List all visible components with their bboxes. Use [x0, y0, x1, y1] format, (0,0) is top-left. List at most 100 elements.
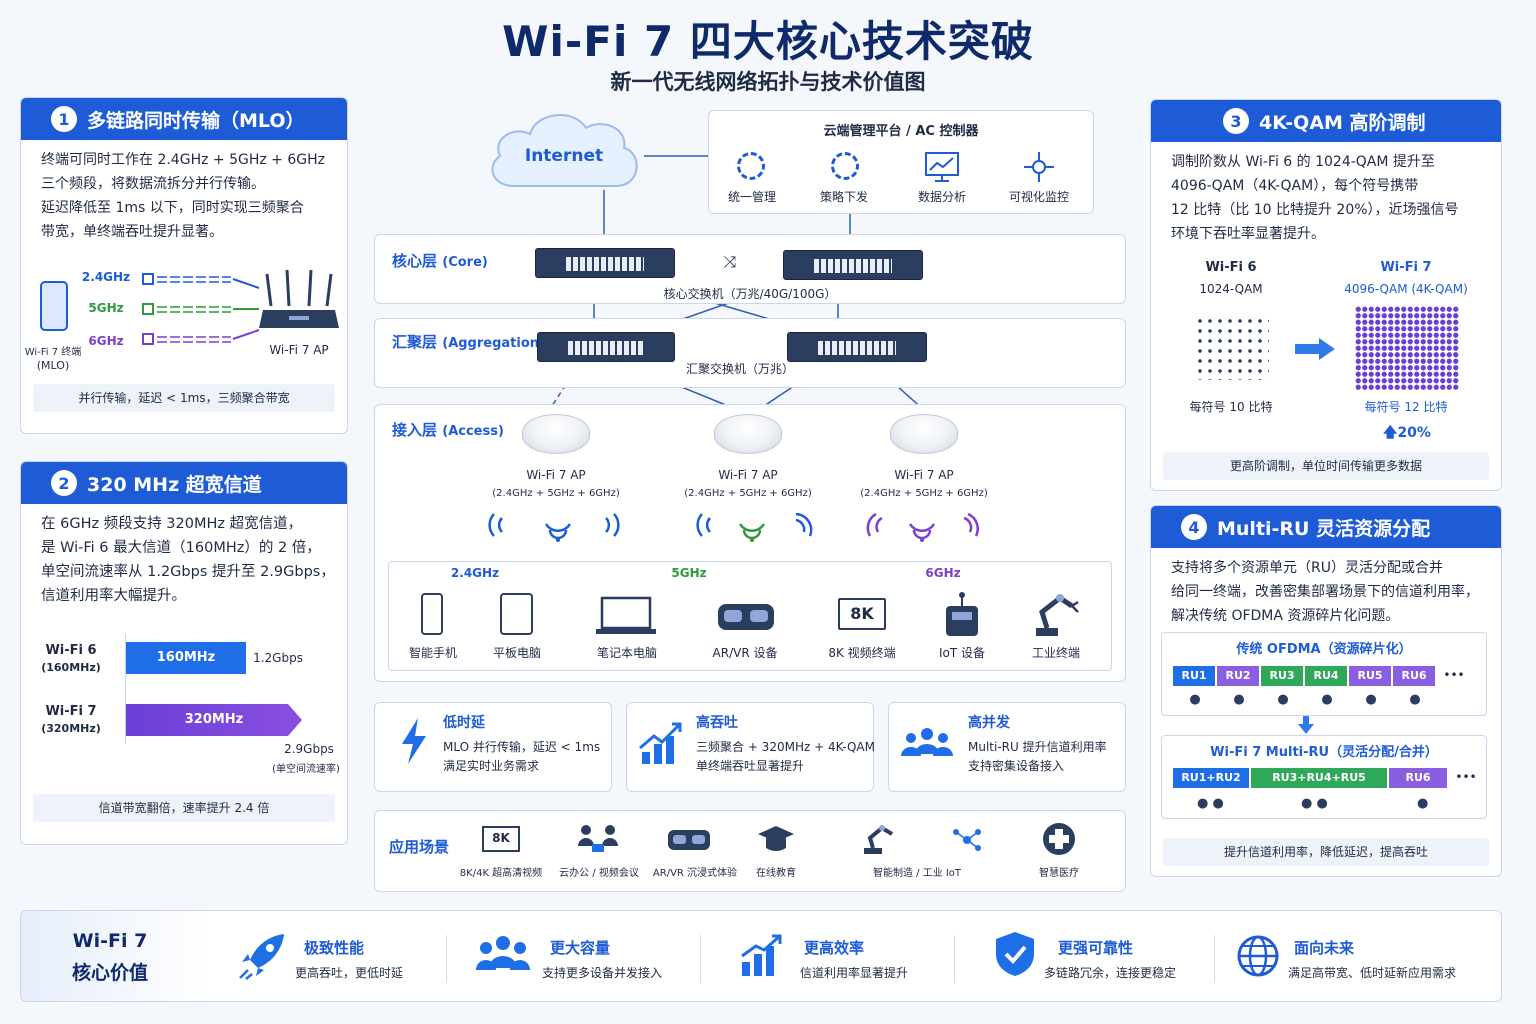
multiru-more: ••• [1455, 770, 1477, 784]
scenario-cloud-office: 云办公 / 视频会议 [559, 868, 639, 879]
router-icon [259, 270, 339, 328]
cloud-platform-box [708, 110, 1094, 214]
access-layer-name: 接入层 [392, 421, 438, 439]
ru-1: RU1 [1173, 666, 1215, 686]
phone-icon [40, 281, 68, 331]
channel-card: 2 320 MHz 超宽信道 在 6GHz 频段支持 320MHz 超宽信道， … [20, 461, 348, 845]
multiru-users: ● ● ● ● ● [1173, 796, 1447, 814]
mlo-description: 终端可同时工作在 2.4GHz + 5GHz + 6GHz 三个频段，将数据流拆… [41, 152, 325, 240]
multiru-footer: 提升信道利用率，降低延迟，提高吞吐 [1163, 838, 1489, 866]
divider [446, 935, 447, 983]
legacy-more: ••• [1443, 668, 1465, 682]
qam-gain-value: 20% [1397, 425, 1431, 441]
core-switch-right [783, 250, 923, 280]
multiru-description: 支持将多个资源单元（RU）灵活分配或合并 给同一终端，改善密集部署场景下的信道利… [1171, 560, 1479, 624]
ru-merged-1-2: RU1+RU2 [1173, 768, 1249, 788]
access-point-3 [890, 414, 958, 454]
iot-network-icon [953, 829, 981, 851]
monitor-8k-icon: 8K [838, 598, 886, 630]
multiru-card: 4 Multi-RU 灵活资源分配 支持将多个资源单元（RU）灵活分配或合并 给… [1150, 505, 1502, 877]
scenario-video: 8K/4K 超高清视频 [459, 868, 543, 879]
cloud-item-manage: 统一管理 [727, 190, 776, 204]
mlo-ap-label: Wi-Fi 7 AP [269, 343, 329, 357]
divider [1214, 935, 1215, 983]
feature-low-latency-desc: MLO 并行传输，延迟 < 1ms 满足实时业务需求 [443, 740, 601, 773]
ru-2: RU2 [1217, 666, 1259, 686]
qam-number-badge: 3 [1223, 108, 1249, 134]
agg-layer-sub: (Aggregation) [442, 336, 545, 351]
lightning-icon [402, 718, 426, 764]
vr-headset-icon [718, 604, 774, 630]
qam-wifi7-sub: 4096-QAM (4K-QAM) [1344, 282, 1468, 296]
graduation-cap-icon [758, 826, 794, 851]
ru-3: RU3 [1261, 666, 1303, 686]
ru-5: RU5 [1349, 666, 1391, 686]
value-future-desc: 满足高带宽、低时延新应用需求 [1288, 966, 1457, 980]
bar-320mhz: 320MHz [126, 704, 302, 736]
legacy-ofdma-title: 传统 OFDMA（资源碎片化） [1236, 642, 1412, 657]
multiru-card-title: Multi-RU 灵活资源分配 [1217, 517, 1431, 540]
device-smartphone: 智能手机 [408, 646, 457, 660]
qam-wifi7-label: Wi-Fi 7 [1380, 260, 1432, 275]
channel-description: 在 6GHz 频段支持 320MHz 超宽信道， 是 Wi-Fi 6 最大信道（… [41, 516, 335, 604]
user-icon: ● [1417, 796, 1429, 811]
page-title: Wi-Fi 7 四大核心技术突破 [502, 17, 1034, 66]
arrow-down-icon [1298, 716, 1314, 734]
ap3-name: Wi-Fi 7 AP [894, 468, 954, 482]
network-node-icon [1024, 152, 1054, 182]
cloud-item-monitor: 可视化监控 [1008, 190, 1069, 204]
mlo-card-title: 多链路同时传输（MLO） [87, 109, 305, 132]
access-layer-sub: (Access) [442, 424, 504, 439]
wifi6-sub: (160MHz) [41, 661, 101, 674]
qam-footer: 更高阶调制，单位时间传输更多数据 [1163, 452, 1489, 480]
laptop-icon [596, 596, 656, 634]
device-band-5: 5GHz [671, 566, 707, 580]
industrial-robot-icon [864, 825, 894, 854]
qam-wifi6-bits: 每符号 10 比特 [1189, 400, 1273, 414]
agg-switch-left [537, 332, 675, 362]
mlo-footer: 并行传输，延迟 < 1ms，三频聚合带宽 [33, 384, 335, 412]
value-capacity-title: 更大容量 [550, 939, 611, 957]
aggregation-layer [374, 318, 1126, 388]
device-band-6: 6GHz [925, 566, 961, 580]
channel-card-title: 320 MHz 超宽信道 [87, 473, 262, 496]
qam-wifi6-label: Wi-Fi 6 [1205, 260, 1257, 275]
wifi6-rate: 1.2Gbps [253, 651, 303, 665]
mlo-links-diagram [142, 273, 260, 345]
core-layer [374, 234, 1126, 304]
core-value-title-box [21, 911, 211, 1001]
qam-card-header: 3 4K-QAM 高阶调制 [1151, 100, 1501, 142]
mlo-band-6: 6GHz [88, 334, 124, 348]
divider [954, 935, 955, 983]
meeting-icon [578, 825, 618, 852]
qam-gain: 🡅20% [1367, 422, 1447, 446]
device-panel [388, 561, 1112, 671]
mlo-card: 1 多链路同时传输（MLO） 终端可同时工作在 2.4GHz + 5GHz + … [20, 97, 348, 434]
bar-160mhz: 160MHz [126, 642, 246, 674]
multiru-new-title: Wi-Fi 7 Multi-RU（灵活分配/合并） [1210, 745, 1438, 760]
vr-headset-icon [668, 830, 710, 850]
core-caption: 核心交换机（万兆/40G/100G） [663, 287, 837, 301]
internet-label: Internet [524, 146, 604, 166]
value-future-title: 面向未来 [1294, 939, 1355, 957]
channel-number-badge: 2 [51, 470, 77, 496]
device-arvr: AR/VR 设备 [712, 646, 778, 660]
mlo-number-badge: 1 [51, 106, 77, 132]
access-layer-label: 接入层 (Access) [392, 419, 504, 440]
arrow-up-icon: 🡅 [1383, 425, 1398, 441]
scenario-manufacturing: 智能制造 / 工业 IoT [872, 868, 962, 879]
agg-layer-name: 汇聚层 [392, 333, 438, 351]
medical-cross-icon [1043, 823, 1075, 855]
user-icon: ● [1277, 692, 1289, 707]
globe-icon [1237, 935, 1279, 977]
feature-low-latency-title: 低时延 [443, 715, 485, 731]
multiru-card-header: 4 Multi-RU 灵活资源分配 [1151, 506, 1501, 548]
cloud-item-policy: 策略下发 [819, 190, 868, 204]
scenarios-label: 应用场景 [389, 838, 450, 856]
ap3-bands: (2.4GHz + 5GHz + 6GHz) [860, 488, 988, 499]
wifi-signal-icons [488, 512, 979, 542]
device-8k: 8K 视频终端 [828, 646, 896, 660]
core-switch-left [535, 248, 675, 278]
feature-throughput-title: 高吞吐 [696, 715, 738, 731]
user-icon: ● ● [1197, 796, 1224, 811]
